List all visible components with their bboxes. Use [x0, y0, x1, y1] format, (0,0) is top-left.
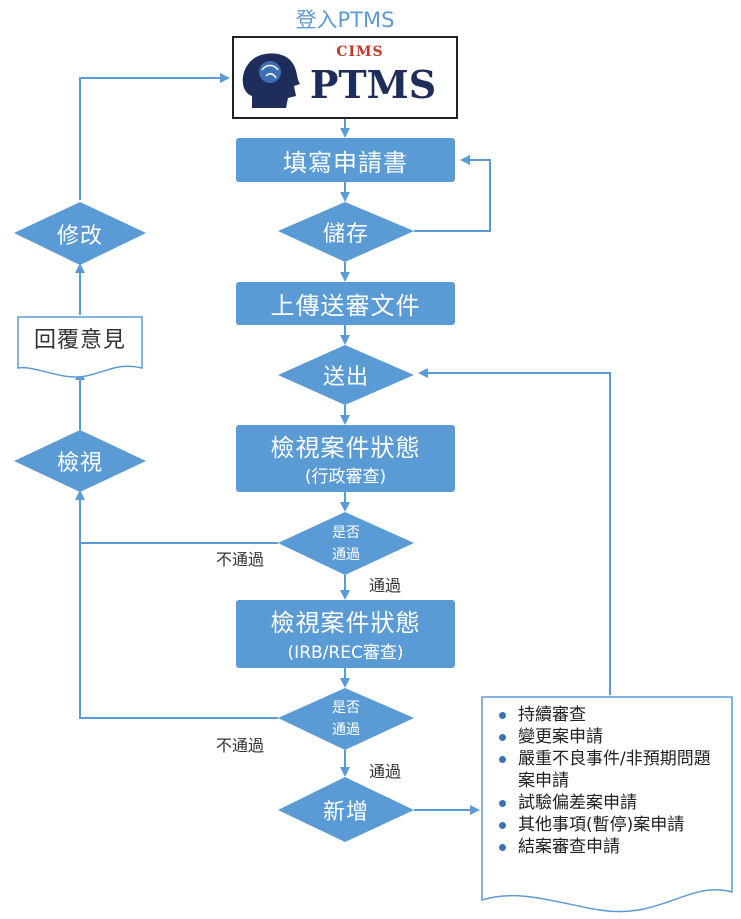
list-item: 持續審查 — [490, 704, 730, 726]
pass-check-2-label: 是否 通過 — [278, 688, 414, 750]
list-item: 試驗偏差案申請 — [490, 792, 730, 814]
edge-fail2-to-review — [79, 543, 278, 719]
fail-2-label: 不通過 — [215, 736, 264, 755]
check-status-irb-line1: 檢視案件狀態 — [270, 608, 421, 637]
pass-check-1-label: 是否 通過 — [278, 512, 414, 575]
pass-check-1-line1: 是否 — [332, 524, 360, 541]
modify-label: 修改 — [56, 223, 103, 249]
submit-label: 送出 — [322, 365, 369, 390]
add-new-diamond — [278, 777, 414, 842]
page-title: 登入PTMS — [295, 8, 395, 32]
upload-docs-label: 上傳送審文件 — [270, 292, 421, 320]
fill-form-label: 填寫申請書 — [283, 148, 408, 177]
check-status-irb-node — [236, 600, 455, 668]
head-brain-icon — [242, 53, 300, 108]
new-items-doc — [481, 696, 733, 913]
pass-1-label: 通過 — [368, 576, 401, 595]
submit-diamond — [278, 345, 414, 405]
save-label: 儲存 — [322, 222, 369, 247]
check-status-admin-line2: (行政審查) — [304, 466, 387, 487]
list-item: 嚴重不良事件/非預期問題案申請 — [490, 748, 724, 792]
modify-diamond — [14, 202, 146, 265]
reply-comments-label: 回覆意見 — [33, 328, 126, 353]
fill-form-node — [236, 138, 455, 182]
logo-sub-text: CIMS — [336, 44, 384, 60]
check-status-irb-line2: (IRB/REC審查) — [287, 642, 404, 663]
add-new-label: 新增 — [322, 799, 369, 825]
upload-docs-node — [236, 282, 455, 325]
pass-check-2-line2: 通過 — [332, 722, 360, 738]
review-label: 檢視 — [56, 451, 103, 476]
edge-save-loop — [414, 155, 491, 232]
pass-check-1-diamond — [278, 512, 414, 575]
edge-list-to-submit — [418, 368, 611, 695]
edge-fail1-to-review — [75, 490, 278, 544]
list-item: 結案審查申請 — [490, 836, 730, 858]
pass-check-1-line2: 通過 — [332, 546, 360, 563]
check-status-admin-node — [236, 425, 455, 492]
logo-main-text: PTMS — [309, 61, 437, 107]
reply-comments-doc — [17, 316, 143, 378]
pass-check-2-line1: 是否 — [332, 700, 360, 716]
check-status-admin-line1: 檢視案件狀態 — [270, 433, 421, 462]
list-item: 其他事項(暫停)案申請 — [490, 814, 730, 836]
review-diamond — [14, 430, 146, 492]
pass-2-label: 通過 — [368, 762, 401, 781]
fail-1-label: 不通過 — [215, 550, 264, 569]
new-items-list: 持續審查 變更案申請 嚴重不良事件/非預期問題案申請 試驗偏差案申請 其他事項(… — [490, 704, 730, 858]
list-item: 變更案申請 — [490, 726, 730, 748]
pass-check-2-diamond — [278, 688, 414, 750]
save-diamond — [278, 202, 414, 262]
edge-modify-to-logo — [79, 73, 230, 200]
